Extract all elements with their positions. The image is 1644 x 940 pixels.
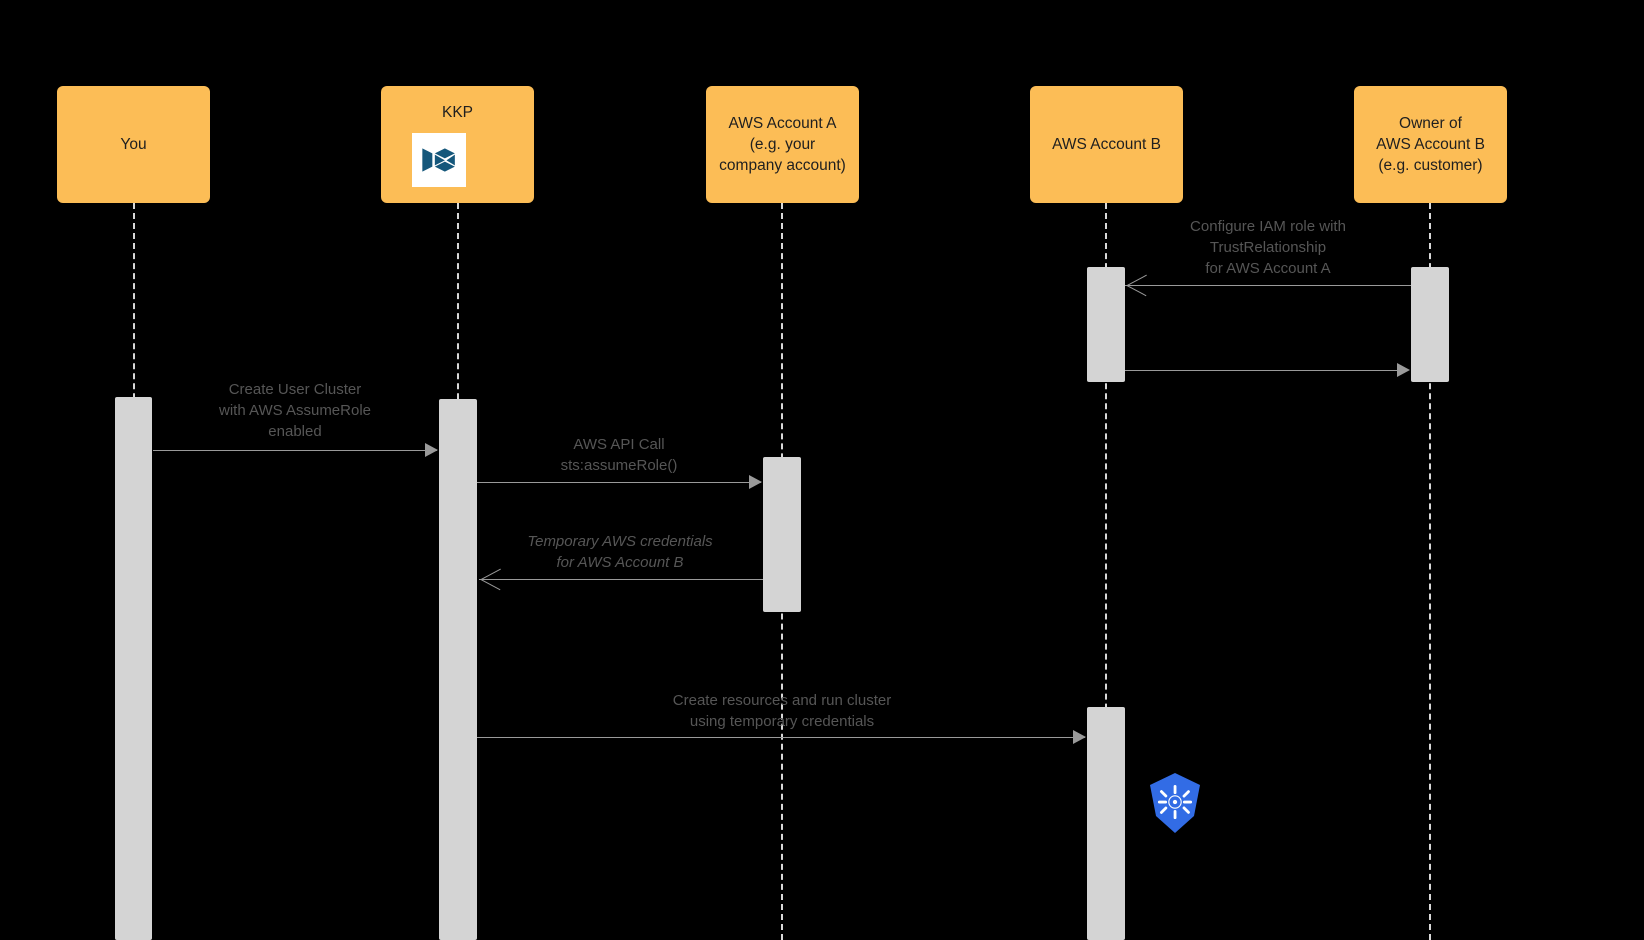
message-line-create-resources: [477, 737, 1085, 738]
message-line-create-user-cluster: [153, 450, 437, 451]
message-arrowhead-aws-api-call: [749, 475, 762, 489]
kubernetes-logo-icon: [1146, 772, 1204, 834]
participant-owner-b[interactable]: Owner of AWS Account B (e.g. customer): [1354, 86, 1507, 203]
participant-you[interactable]: You: [57, 86, 210, 203]
message-line-configure-iam: [1125, 285, 1411, 286]
participant-account-a[interactable]: AWS Account A (e.g. your company account…: [706, 86, 859, 203]
message-label-create-resources: Create resources and run cluster using t…: [672, 692, 892, 730]
message-label-configure-iam: Configure IAM role with TrustRelationshi…: [1190, 218, 1346, 277]
kubermatic-logo-icon: [412, 133, 466, 187]
participant-account-b[interactable]: AWS Account B: [1030, 86, 1183, 203]
message-arrowhead-return-owner: [1397, 363, 1410, 377]
message-label-aws-api-call: AWS API Call sts:assumeRole(): [560, 436, 678, 474]
message-label-temp-credentials: Temporary AWS credentials for AWS Accoun…: [527, 533, 713, 571]
activation-bar-account-a: [763, 457, 801, 612]
message-line-return-owner: [1125, 370, 1400, 371]
message-arrowhead-create-user-cluster: [425, 443, 438, 457]
activation-bar-owner-b: [1411, 267, 1449, 382]
lifeline-account-b: [1105, 203, 1107, 940]
participant-label-kkp: KKP: [441, 104, 473, 121]
activation-bar-you: [115, 397, 152, 940]
lifeline-owner-b: [1429, 203, 1431, 940]
participant-kkp[interactable]: KKP: [381, 86, 534, 203]
activation-bar-kkp: [439, 399, 477, 940]
participant-label-you: You: [120, 136, 147, 153]
participant-label-owner-b: Owner of AWS Account B (e.g. customer): [1376, 115, 1485, 174]
activation-bar-account-b-1: [1087, 267, 1125, 382]
message-arrowhead-create-resources: [1073, 730, 1086, 744]
message-line-temp-credentials: [479, 579, 763, 580]
participant-label-account-b: AWS Account B: [1052, 136, 1161, 153]
participant-label-account-a: AWS Account A (e.g. your company account…: [719, 115, 846, 174]
message-label-create-user-cluster: Create User Cluster with AWS AssumeRole …: [219, 381, 371, 440]
message-line-aws-api-call: [477, 482, 761, 483]
activation-bar-account-b-2: [1087, 707, 1125, 940]
